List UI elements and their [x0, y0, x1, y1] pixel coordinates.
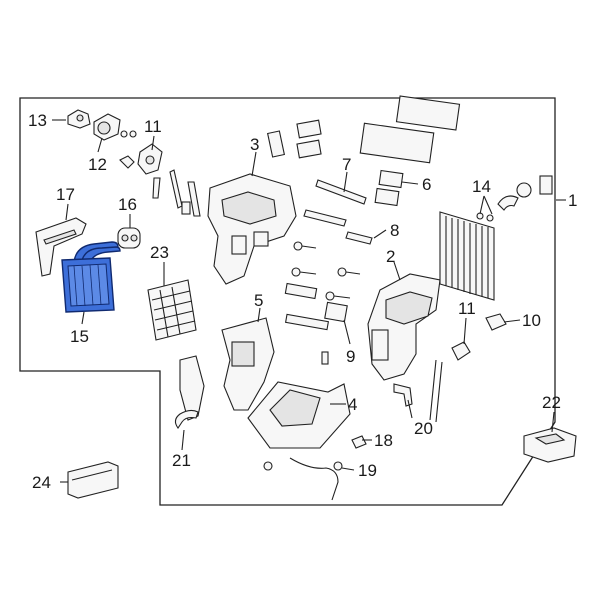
part-5-lower-case[interactable]: [221, 317, 275, 411]
part-1-evaporator[interactable]: [439, 211, 495, 301]
part-8-link[interactable]: [345, 231, 373, 245]
callout-4: 4: [348, 395, 357, 414]
callout-21: 21: [172, 451, 191, 470]
part-19-drain-hose[interactable]: [263, 457, 343, 501]
part-18-clip[interactable]: [351, 435, 367, 449]
part-13-clip[interactable]: [67, 109, 91, 129]
part-11-actuator-right[interactable]: [451, 341, 471, 361]
callout-6: 6: [422, 175, 431, 194]
part-10-actuator[interactable]: [485, 313, 507, 331]
callout-17: 17: [56, 185, 75, 204]
callout-12: 12: [88, 155, 107, 174]
callout-9: 9: [346, 347, 355, 366]
assembly-outline: [19, 97, 556, 506]
callout-11-right: 11: [458, 299, 476, 318]
callout-11-top: 11: [144, 117, 162, 136]
part-21-hose[interactable]: [174, 409, 199, 429]
part-top-seals[interactable]: [359, 95, 461, 164]
part-6-doors[interactable]: [374, 169, 404, 207]
part-22-duct[interactable]: [523, 427, 577, 463]
part-12-actuator[interactable]: [93, 113, 137, 141]
callout-7: 7: [342, 155, 351, 174]
callout-3: 3: [250, 135, 259, 154]
callout-22: 22: [542, 393, 561, 412]
callout-16: 16: [118, 195, 137, 214]
callout-14: 14: [472, 177, 491, 196]
part-15-heater-core[interactable]: [61, 241, 121, 313]
part-23-filter[interactable]: [147, 279, 197, 341]
callout-24: 24: [32, 473, 51, 492]
part-4-tray[interactable]: [247, 381, 351, 449]
callout-23: 23: [150, 243, 169, 262]
callout-labels: 1 2 3 4 5 6 7 8 9 10 11 11 12 13 14 15 1…: [28, 111, 577, 492]
callout-8: 8: [390, 221, 399, 240]
callout-1: 1: [568, 191, 577, 210]
part-3-upper-case[interactable]: [207, 173, 297, 285]
part-7-shaft[interactable]: [303, 179, 367, 227]
part-3-small-pieces[interactable]: [266, 119, 322, 159]
callout-15: 15: [70, 327, 89, 346]
callout-20: 20: [414, 419, 433, 438]
callout-18: 18: [374, 431, 393, 450]
callout-2: 2: [386, 247, 395, 266]
callout-13: 13: [28, 111, 47, 130]
part-11-actuator-top[interactable]: [119, 143, 163, 199]
part-20-sensor[interactable]: [393, 359, 443, 423]
part-left-duct[interactable]: [179, 355, 205, 421]
part-17-bracket[interactable]: [35, 217, 87, 277]
leader-lines: [52, 119, 566, 483]
part-16-grommet[interactable]: [117, 227, 141, 249]
callout-5: 5: [254, 291, 263, 310]
callout-10: 10: [522, 311, 541, 330]
callout-19: 19: [358, 461, 377, 480]
fasteners[interactable]: [284, 241, 361, 365]
misc-rods[interactable]: [169, 169, 201, 217]
part-24-module[interactable]: [67, 461, 119, 499]
part-2-case[interactable]: [367, 273, 441, 381]
